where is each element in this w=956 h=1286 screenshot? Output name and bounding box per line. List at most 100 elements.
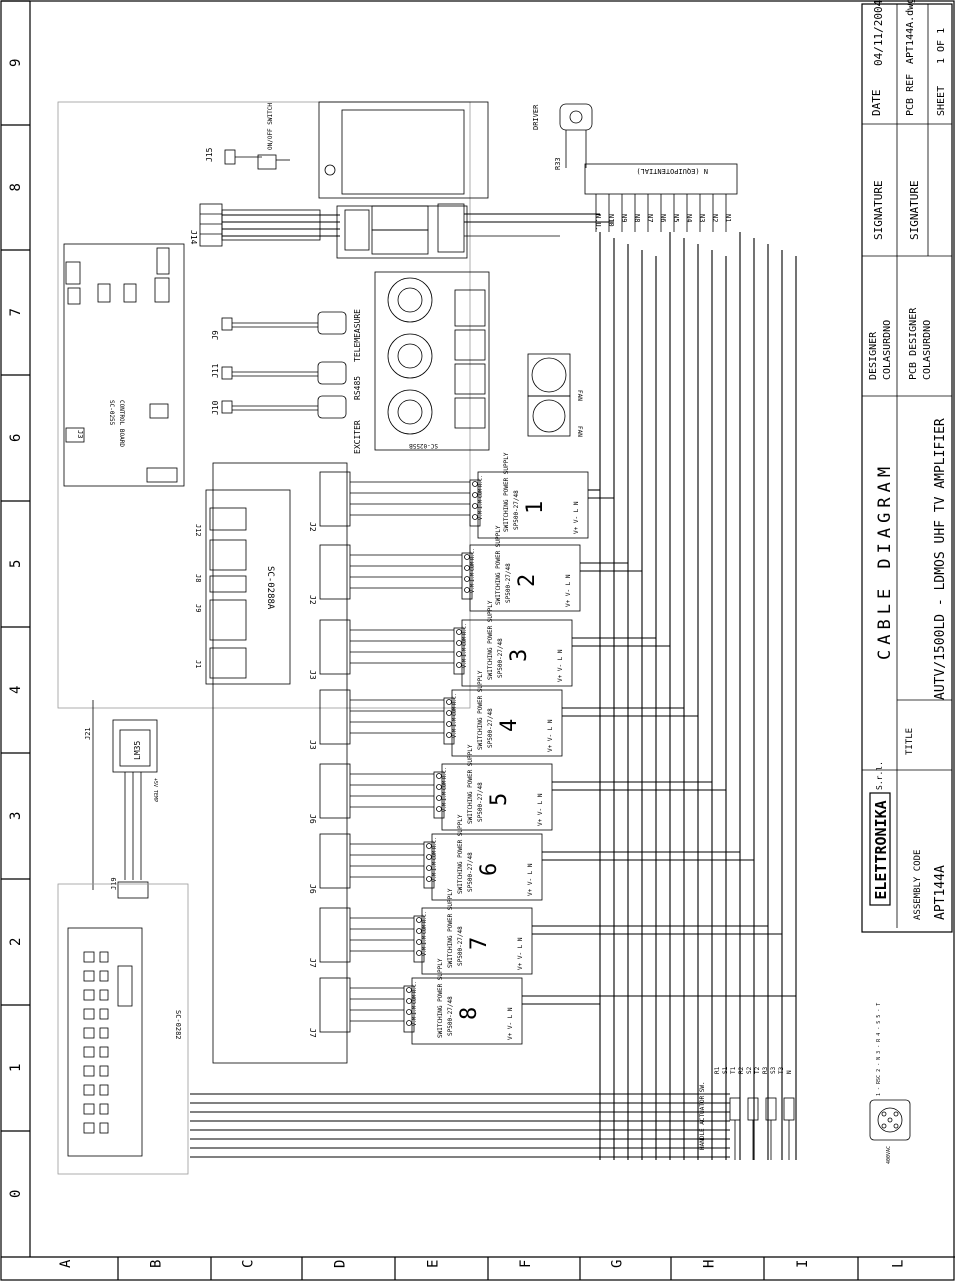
mains-connector: 1 - RSC 2 - N 3 - R 4 - S 5 - T 400VAC — [869, 1003, 911, 1164]
actuator-contact — [729, 1097, 741, 1121]
control-board-code: SC-0255 — [108, 400, 115, 426]
bus-pin-label: T3 — [778, 1066, 785, 1074]
psu-pin-label: I.M — [470, 573, 476, 582]
column-number: 3 — [8, 812, 24, 820]
psu-body — [451, 689, 563, 757]
resistor-block — [99, 970, 109, 982]
led-block — [83, 1065, 95, 1077]
psu-pin-label: I.M — [452, 718, 458, 727]
lm35-sensor: LM35 +5V TEMP J19 J21 — [84, 700, 158, 899]
psu-pin — [416, 917, 422, 923]
psu-pin — [456, 662, 462, 668]
psu-title: SWITCHING POWER SUPPLY — [437, 958, 444, 1038]
led-block — [83, 1084, 95, 1096]
bus-pin-label: S3 — [770, 1066, 777, 1074]
psu-number: 2 — [515, 574, 540, 587]
on-off-switch: J15 ON/OFF SWITCH — [205, 103, 290, 170]
psu-model: SP500-27/48 — [457, 926, 464, 966]
psu-harness-connector — [319, 689, 351, 745]
mains-connector-code: 400VAC — [886, 1146, 892, 1164]
row-letter: C — [241, 1260, 257, 1268]
psu-pin-label: COM — [462, 637, 468, 646]
column-number: 0 — [8, 1190, 24, 1198]
column-number: 2 — [8, 938, 24, 946]
led-block — [83, 1046, 95, 1058]
psu-pin — [446, 732, 452, 738]
psu-pin-block — [423, 841, 435, 889]
title-block: ELETTRONIKA S.r.l. ASSEMBLY CODE APT144A… — [861, 0, 953, 933]
psu-pin-label: R.C. — [412, 981, 418, 993]
psu-model: SP500-27/48 — [477, 782, 484, 822]
psu-terminals: V+ V- L N — [507, 1007, 514, 1040]
psu-harness-connector — [319, 907, 351, 963]
equipotential-pin-label: N1 — [724, 214, 732, 222]
resistor-block — [99, 1046, 109, 1058]
telemeasure-label: TELEMEASURE — [353, 309, 362, 362]
psu-pin-label: V.M — [478, 511, 484, 520]
control-board-pcb — [63, 243, 185, 487]
psu-title: SWITCHING POWER SUPPLY — [447, 888, 454, 968]
psu-pin-label: I.M — [412, 1006, 418, 1015]
sheet-label: SHEET — [936, 86, 947, 116]
psu-pin-label: V.M — [432, 873, 438, 882]
driver-label: DRIVER — [532, 104, 540, 130]
sc0288a-board: SC-0288A J12 J8 J9 J1 — [194, 489, 291, 685]
psu-model: SP500-27/48 — [487, 708, 494, 748]
psu-body — [477, 471, 589, 539]
psu-body — [469, 544, 581, 612]
rs485-header — [221, 366, 233, 380]
psu-connector-label: J7 — [308, 1028, 317, 1038]
psu-title: SWITCHING POWER SUPPLY — [503, 452, 510, 532]
psu-pin-label: V.M — [452, 729, 458, 738]
resistor-block — [99, 1065, 109, 1077]
psu-pin — [472, 503, 478, 509]
resistor-block — [99, 951, 109, 963]
psu-pin — [464, 554, 470, 560]
psu-pin-label: I.M — [432, 862, 438, 871]
psu-harness-connector — [319, 977, 351, 1033]
psu-pin — [416, 939, 422, 945]
display-module — [318, 101, 489, 259]
exciter-label: EXCITER — [353, 420, 362, 454]
psu-pin-label: R.C. — [462, 623, 468, 635]
psu-pin — [456, 640, 462, 646]
row-letter: A — [58, 1259, 74, 1268]
psu-pin-block — [403, 985, 415, 1033]
bus-pin-label: S2 — [746, 1066, 753, 1074]
equipotential-pin-label: N5 — [672, 214, 680, 222]
psu-pin — [416, 928, 422, 934]
bus-pin-label: T2 — [754, 1066, 761, 1074]
psu-pin — [472, 481, 478, 487]
psu-connector-label: J6 — [308, 814, 317, 824]
j9-label: J9 — [211, 330, 220, 340]
resistor-block — [99, 1027, 109, 1039]
equipotential-pin-label: N2 — [711, 214, 719, 222]
equipotential-pin-label: N3 — [698, 214, 706, 222]
driver-connector: DRIVER R33 — [532, 103, 593, 170]
designer-label: DESIGNER — [868, 331, 879, 380]
psu-pin-block — [413, 915, 425, 963]
psu-body — [441, 763, 553, 831]
psu-connector-label: J2 — [308, 522, 317, 532]
bus-pin-label: R2 — [738, 1066, 745, 1074]
lm35-pins: +5V TEMP — [152, 778, 158, 802]
psu-pin-label: I.M — [442, 792, 448, 801]
psu-pin-label: V.M — [462, 659, 468, 668]
designer-name: COLASURDNO — [882, 320, 893, 380]
resistor-block — [99, 1122, 109, 1134]
psu-pin-label: I.M — [462, 648, 468, 657]
sc0255b-label: SC-0255B — [409, 442, 438, 449]
j9-board-label: J9 — [194, 604, 202, 612]
j11-label: J11 — [211, 363, 220, 378]
actuator-contact — [783, 1097, 795, 1121]
psu-pin — [472, 514, 478, 520]
column-number: 4 — [8, 686, 24, 694]
